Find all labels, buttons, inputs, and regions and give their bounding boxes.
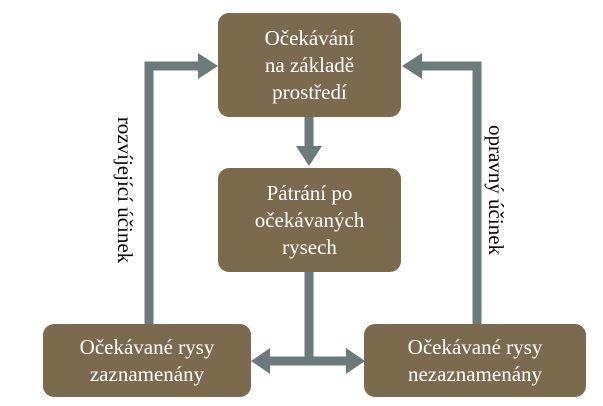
arrowhead-left-loop	[198, 53, 218, 79]
arrowhead-to-bottom-left	[251, 348, 270, 374]
node-middle-text: Pátrání po očekávaných rysech	[255, 180, 365, 261]
node-middle-line-1: Pátrání po	[266, 180, 353, 205]
node-top-text: Očekávání na základě prostředí	[265, 25, 355, 106]
arrow-right-loop	[420, 61, 482, 324]
node-top-line-1: Očekávání	[264, 25, 355, 50]
arrowhead-top-to-middle	[296, 146, 322, 166]
node-bottom-left-line-2: zaznamenány	[89, 361, 205, 386]
node-expectation-from-environment: Očekávání na základě prostředí	[218, 13, 401, 117]
node-bottom-right-text: Očekávané rysy nezaznamenány	[408, 334, 543, 388]
arrow-left-loop	[144, 61, 200, 324]
node-middle-line-3: rysech	[282, 234, 337, 259]
node-bottom-left-text: Očekávané rysy zaznamenány	[80, 334, 215, 388]
node-top-line-2: na základě	[264, 52, 355, 77]
arrowhead-right-loop	[402, 53, 422, 79]
node-bottom-right-line-1: Očekávané rysy	[407, 334, 543, 359]
arrowhead-to-bottom-right	[346, 348, 365, 374]
edge-label-corrective-effect: opravný účinek	[484, 124, 508, 256]
node-bottom-right-line-2: nezaznamenány	[407, 361, 543, 386]
node-features-detected: Očekávané rysy zaznamenány	[43, 324, 251, 397]
node-bottom-left-line-1: Očekávané rysy	[79, 334, 215, 359]
node-search-for-expected-features: Pátrání po očekávaných rysech	[218, 168, 401, 272]
node-middle-line-2: očekávaných	[254, 207, 365, 232]
node-features-not-detected: Očekávané rysy nezaznamenány	[364, 324, 586, 397]
edge-label-developing-effect: rozvíjející účinek	[113, 116, 137, 264]
node-top-line-3: prostředí	[272, 79, 347, 104]
